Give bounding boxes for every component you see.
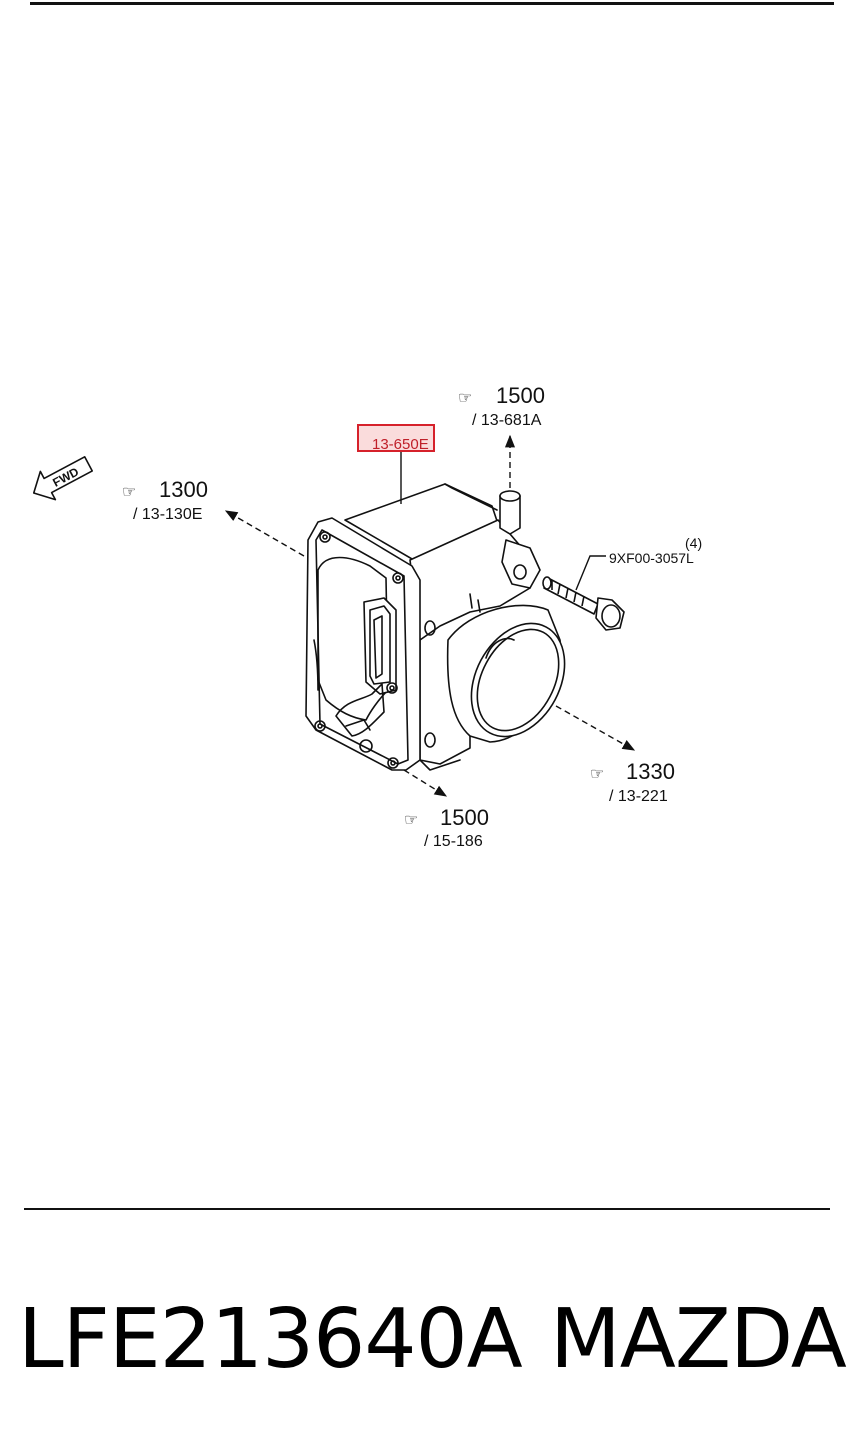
bottom-rule	[24, 1208, 830, 1210]
top-rule	[30, 2, 834, 5]
bolt-quantity: (4)	[685, 535, 702, 551]
footer-part-number: LFE213640A	[18, 1292, 523, 1387]
callout-left[interactable]: ☞ 1300 / 13-130E	[122, 477, 208, 523]
footer-title: LFE213640A MAZDA	[0, 1292, 864, 1402]
callout-bottom-sub: / 15-186	[424, 833, 483, 850]
pointing-hand-icon: ☞	[122, 484, 136, 501]
callout-right-sub: / 13-221	[609, 788, 668, 805]
callout-bottom[interactable]: ☞ 1500 / 15-186	[404, 805, 489, 850]
callout-right-ref: 1330	[626, 759, 675, 784]
footer-brand: MAZDA	[550, 1292, 847, 1387]
pointing-hand-icon: ☞	[404, 812, 418, 829]
callout-right[interactable]: ☞ 1330 / 13-221	[590, 759, 675, 805]
callout-top-sub: / 13-681A	[472, 412, 542, 429]
bolt-part-number[interactable]: 9XF00-3057L	[609, 550, 694, 566]
bolt-drawing	[542, 576, 625, 631]
callout-left-ref: 1300	[159, 477, 208, 502]
callout-left-sub: / 13-130E	[133, 506, 202, 523]
callout-top-ref: 1500	[496, 383, 545, 408]
highlight-box[interactable]	[357, 424, 435, 452]
pointing-hand-icon: ☞	[458, 390, 472, 407]
highlighted-part-label: 13-650E	[372, 436, 429, 453]
callout-bottom-ref: 1500	[440, 805, 489, 830]
throttle-body-drawing	[305, 483, 566, 771]
fwd-arrow-icon: FWD	[32, 456, 94, 501]
callout-top[interactable]: ☞ 1500 / 13-681A	[458, 383, 545, 429]
pointing-hand-icon: ☞	[590, 766, 604, 783]
leader-lines	[224, 434, 636, 797]
